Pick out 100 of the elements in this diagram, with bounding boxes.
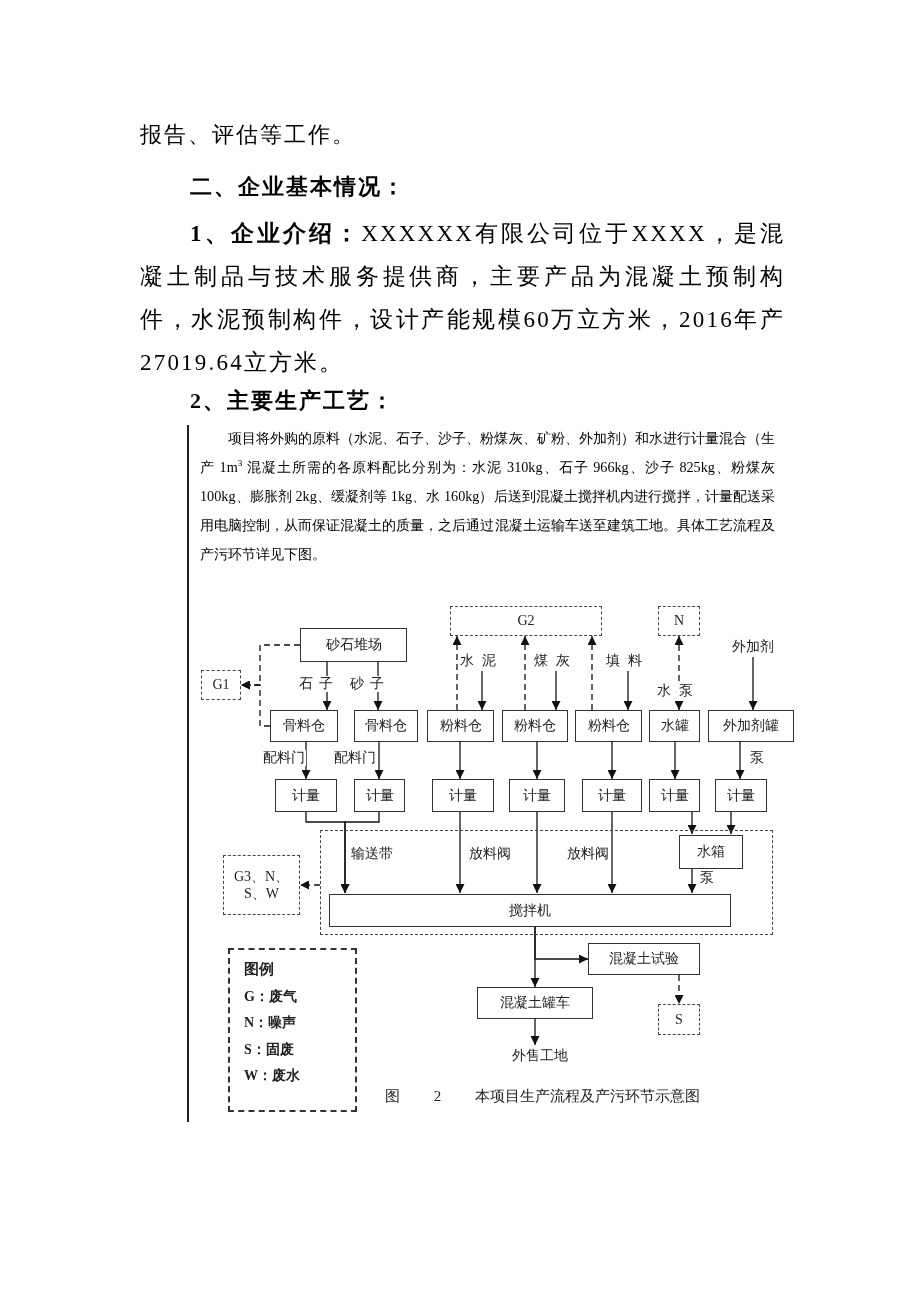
arrow: [687, 811, 697, 835]
node-text: 水罐: [660, 717, 689, 735]
node-text: N: [673, 612, 685, 630]
dashed-arrow: [240, 680, 271, 727]
section-heading: 2、主要生产工艺：: [190, 387, 396, 415]
legend-box: [228, 948, 357, 1112]
node-text: 填料: [606, 652, 650, 670]
node-text: 水泥: [460, 652, 504, 670]
legend-entry: N：噪声: [244, 1014, 297, 1032]
emission-box: [450, 606, 602, 636]
node-text: 混凝土罐车: [500, 994, 570, 1012]
node-text: 计量: [660, 786, 689, 805]
node-text: G1: [212, 676, 230, 694]
edge-label: 配料门: [333, 750, 377, 766]
emission-box: [658, 606, 700, 636]
arrow: [534, 925, 589, 964]
node-text: 骨料仓: [365, 717, 407, 735]
paragraph: 项目将外购的原料（水泥、石子、沙子、粉煤灰、矿粉、外加剂）和水进行计量混合（生产 1m$^{3}$ 混凝土所需的各原料配比分别为：水泥 310kg、石子 966kg、沙子 825kg、粉煤灰 100kg、膨胀剂 2kg、缓凝剂等 1kg、水 160kg）后送到混凝土搅拌机内进行搅拌，计量配送采用电脑控制，从而保证混凝土的质量，之后通过混凝土运输车送至建筑工地。具体工艺流程及产污环节详见下图。: [200, 429, 775, 564]
node-text: 煤灰: [534, 652, 578, 670]
edge-label: 配料门: [262, 750, 306, 766]
arrow: [455, 811, 465, 894]
node-text: 外售工地: [512, 1047, 568, 1065]
arrow: [670, 741, 680, 780]
node-text: 水泵: [657, 682, 701, 700]
dashed-arrow: [587, 635, 597, 711]
arrow: [532, 811, 542, 894]
arrow: [623, 670, 633, 711]
dashed-arrow: [674, 635, 684, 682]
edge-label: 放料阀: [566, 846, 610, 862]
process-box: [477, 987, 593, 1019]
dashed-arrow: [520, 635, 530, 711]
process-box: [649, 710, 700, 742]
process-box: [275, 779, 337, 812]
node-text: S: [675, 1010, 683, 1029]
legend-entry: S：固废: [244, 1040, 294, 1059]
arrow: [455, 741, 465, 780]
process-box: [502, 710, 568, 742]
node-text: 外加剂: [732, 638, 774, 656]
mixing-area-frame: [320, 830, 773, 935]
node-text: G3、N、S、W: [232, 867, 291, 903]
process-box: [575, 710, 642, 742]
emission-box: [658, 1004, 700, 1035]
node-text: 砂石堆场: [325, 636, 382, 654]
process-box: [270, 710, 338, 742]
emission-box: [201, 670, 241, 700]
arrow: [477, 670, 487, 711]
arrow: [530, 1018, 540, 1046]
node-text: 粉料仓: [514, 717, 556, 735]
process-box: [329, 894, 731, 927]
dashed-arrow: [299, 880, 321, 890]
arrow: [726, 811, 736, 835]
node-text: 计量: [523, 786, 551, 805]
process-box: [708, 710, 794, 742]
arrow: [551, 670, 561, 711]
node-text: 外加剂罐: [723, 717, 779, 735]
arrow: [532, 741, 542, 780]
emission-box: [223, 855, 300, 915]
edge-label: 放料阀: [468, 846, 512, 862]
process-box: [715, 779, 767, 812]
node-text: 计量: [598, 786, 626, 805]
node-text: G2: [517, 612, 535, 630]
process-box: [509, 779, 565, 812]
paragraph: 1、企业介绍：XXXXXX有限公司位于XXXX，是混凝土制品与技术服务提供商，主要产品为混凝土预制构件，水泥预制构件，设计产能规模60万立方米，2016年产27019.64立方米。: [140, 220, 785, 377]
process-box: [588, 943, 700, 975]
node-text: 计量: [449, 786, 477, 805]
process-box: [649, 779, 700, 812]
process-box: [679, 835, 743, 869]
process-box: [354, 710, 418, 742]
node-text: 粉料仓: [439, 717, 482, 735]
arrow: [687, 867, 697, 894]
dashed-arrow: [452, 635, 462, 711]
dashed-arrow: [674, 974, 684, 1005]
node-text: 粉料仓: [587, 717, 630, 735]
process-box: [427, 710, 494, 742]
node-text: 骨料仓: [283, 717, 325, 735]
node-text: 计量: [365, 786, 394, 805]
edge-label: 泵: [749, 750, 765, 766]
legend-entry: G：废气: [244, 987, 297, 1006]
edge-label: 泵: [699, 870, 715, 886]
node-text: 搅拌机: [509, 901, 551, 920]
figure-caption: 图 2 本项目生产流程及产污环节示意图: [385, 1087, 700, 1106]
edge-label: 输送带: [350, 846, 394, 862]
process-box: [354, 779, 405, 812]
arrow: [748, 656, 758, 711]
process-box: [300, 628, 407, 662]
arrow: [607, 811, 617, 894]
arrow: [674, 700, 684, 711]
arrow: [374, 741, 384, 780]
node-text: 计量: [292, 786, 320, 805]
legend-title: 图例: [244, 960, 274, 979]
arrow: [301, 741, 311, 780]
arrow: [735, 741, 745, 780]
paragraph: 报告、评估等工作。: [140, 121, 357, 149]
arrow: [607, 741, 617, 780]
legend-entry: W：废水: [244, 1067, 300, 1085]
node-text: 混凝土试验: [609, 950, 679, 968]
process-box: [432, 779, 494, 812]
node-text: 水箱: [697, 843, 725, 861]
section-heading: 二、企业基本情况：: [190, 173, 407, 201]
node-text: 计量: [727, 786, 755, 805]
